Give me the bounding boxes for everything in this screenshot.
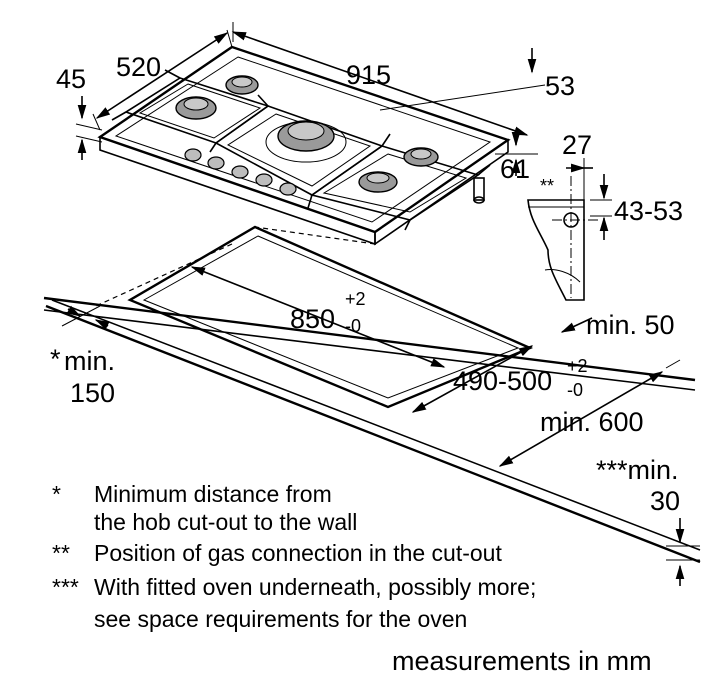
worktop-front-edge bbox=[51, 299, 701, 551]
legend: * Minimum distance from the hob cut-out … bbox=[52, 481, 536, 632]
legend-line-3a: With fitted oven underneath, possibly mo… bbox=[94, 574, 536, 600]
label-cutout-depth-tol-plus: +2 bbox=[567, 356, 588, 376]
label-hob-depth: 520 bbox=[116, 52, 161, 82]
label-gas-x: 27 bbox=[562, 130, 592, 160]
hob-dimension-lines bbox=[75, 22, 546, 176]
label-back-gap: min. 50 bbox=[586, 310, 675, 340]
label-oven-star: ***min. bbox=[596, 455, 679, 485]
hob-side-edge bbox=[374, 138, 509, 246]
label-hob-width: 915 bbox=[346, 60, 391, 90]
worktop-dimension-lines bbox=[61, 266, 700, 586]
label-cutout-depth: 490-500 bbox=[453, 366, 552, 396]
legend-line-3b: see space requirements for the oven bbox=[94, 606, 467, 632]
legend-line-1b: the hob cut-out to the wall bbox=[94, 509, 357, 535]
units-note: measurements in mm bbox=[392, 646, 652, 676]
gas-connector bbox=[473, 177, 485, 204]
label-side-offset: 61 bbox=[500, 154, 530, 184]
label-wall-star: * bbox=[50, 344, 61, 374]
label-worktop-depth: min. 600 bbox=[540, 407, 644, 437]
label-cutout-depth-tol-minus: -0 bbox=[567, 380, 583, 400]
gas-connection-detail bbox=[527, 158, 612, 301]
label-oven-value: 30 bbox=[650, 486, 680, 516]
label-cutout-width-tol-plus: +2 bbox=[345, 289, 366, 309]
label-cutout-width-tol-minus: -0 bbox=[345, 316, 361, 336]
dimension-labels: 45 520 915 53 61 27 ** 43-53 min. 50 850… bbox=[50, 52, 683, 516]
legend-marker-3: *** bbox=[52, 574, 79, 600]
hob-front-edge bbox=[99, 135, 376, 246]
label-gas-marker: ** bbox=[540, 176, 554, 196]
label-grate-offset: 53 bbox=[545, 71, 575, 101]
label-cutout-width: 850 bbox=[290, 304, 335, 334]
label-hob-height: 45 bbox=[56, 64, 86, 94]
legend-line-2a: Position of gas connection in the cut-ou… bbox=[94, 540, 502, 566]
label-wall-value: 150 bbox=[70, 378, 115, 408]
legend-marker-1: * bbox=[52, 481, 61, 507]
legend-line-1a: Minimum distance from bbox=[94, 481, 332, 507]
label-gas-y: 43-53 bbox=[614, 196, 683, 226]
legend-marker-2: ** bbox=[52, 540, 70, 566]
label-wall-min: min. bbox=[64, 346, 115, 376]
control-knobs bbox=[184, 148, 297, 196]
